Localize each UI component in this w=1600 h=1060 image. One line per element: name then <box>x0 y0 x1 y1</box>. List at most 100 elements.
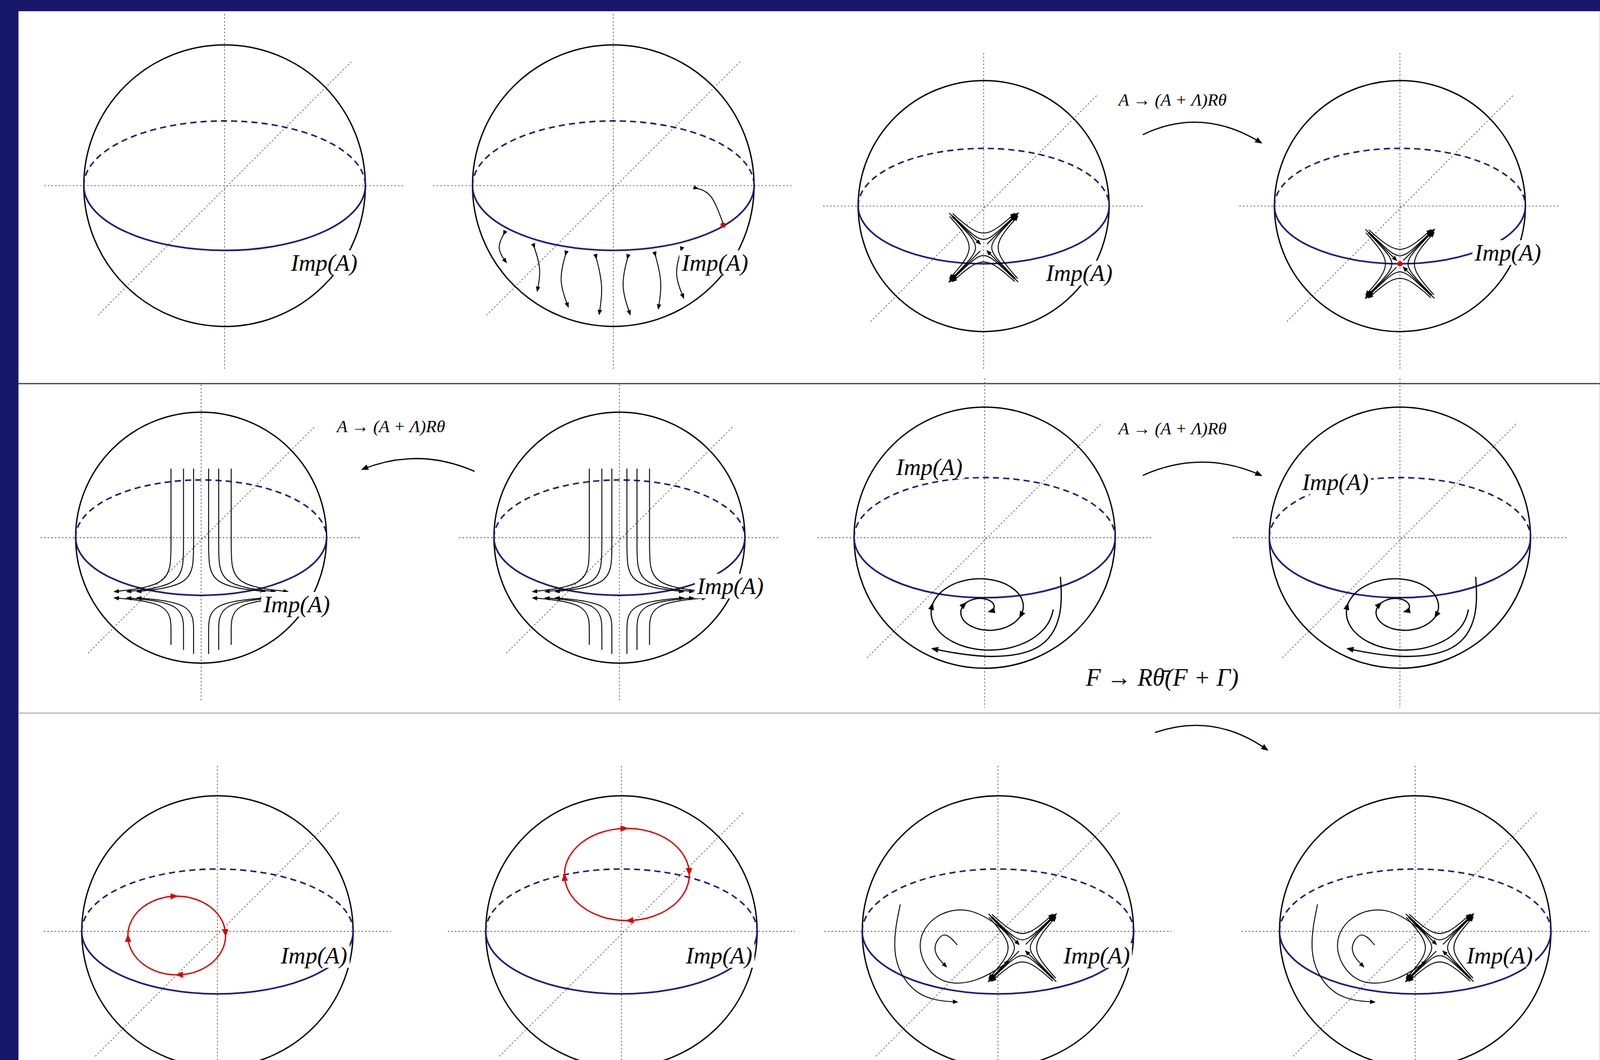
flow-line <box>1030 917 1054 979</box>
flow-line <box>952 262 1016 282</box>
flow-line <box>596 258 602 315</box>
equator-front <box>862 931 1134 994</box>
manifold-label: Imp(A) <box>694 573 766 599</box>
flow-line <box>1347 578 1439 618</box>
equator-front <box>472 185 754 251</box>
sphere-outline <box>854 406 1116 669</box>
flow-line <box>114 468 172 592</box>
flow-line <box>1368 230 1432 250</box>
flow-line <box>532 597 590 646</box>
equator-front <box>1279 931 1551 994</box>
flow-line <box>1365 232 1385 295</box>
flow <box>127 895 226 975</box>
axis-line <box>97 61 352 316</box>
flow-line <box>991 961 1054 982</box>
manifold-label: Imp(A) <box>261 591 332 617</box>
axis-line <box>620 766 622 1060</box>
flow-line <box>137 597 194 654</box>
axis-line <box>87 427 314 654</box>
flow-line <box>114 597 172 646</box>
axis-line <box>1286 95 1513 322</box>
sphere <box>433 13 794 369</box>
flow-line <box>1403 229 1435 261</box>
axis-line <box>1239 205 1561 207</box>
flow-line <box>1365 267 1397 299</box>
flow-line <box>1347 576 1477 657</box>
sphere <box>817 378 1153 708</box>
equator-front <box>1269 537 1531 598</box>
sphere <box>824 766 1172 1060</box>
flow-line <box>949 216 969 279</box>
sphere <box>1232 378 1568 708</box>
flow <box>1346 576 1477 657</box>
flow-line <box>534 247 540 292</box>
flow-line <box>987 212 1019 244</box>
sphere <box>1239 53 1561 370</box>
flow-line <box>218 468 276 592</box>
axis-line <box>1232 537 1568 538</box>
row-separator <box>18 712 1600 714</box>
flow-line <box>697 188 723 225</box>
flow-line <box>1337 909 1426 983</box>
equator-back <box>472 121 754 187</box>
flow-line <box>636 468 694 592</box>
flow-line <box>561 255 569 308</box>
sphere <box>458 384 781 701</box>
manifold-label: Imp(A) <box>289 250 360 276</box>
sphere-outline <box>857 80 1109 332</box>
sphere <box>447 766 796 1060</box>
axis-line <box>867 422 1102 658</box>
fixed-point <box>720 222 727 228</box>
flow <box>894 904 1057 1003</box>
flow-line <box>1403 267 1435 299</box>
map-formula: A → (A + Λ)Rθ <box>334 417 448 436</box>
flow-line <box>208 468 265 592</box>
axis-line <box>612 13 614 369</box>
white-panel <box>18 11 1600 1060</box>
flow-line <box>127 468 184 592</box>
flow-line <box>990 917 1015 979</box>
flow-line <box>636 597 694 650</box>
flow <box>1365 229 1435 299</box>
equator-back <box>854 477 1116 538</box>
flow-line <box>952 213 1016 233</box>
flow-line <box>1312 904 1375 1003</box>
flow-line <box>499 234 507 263</box>
flow-line <box>1381 598 1410 612</box>
manifold-label: Imp(A) <box>679 250 751 276</box>
sphere-outline <box>862 795 1134 1060</box>
flow-line <box>545 597 602 650</box>
axis-line <box>1293 812 1538 1057</box>
flow-line <box>935 935 958 967</box>
equator-back <box>857 148 1109 207</box>
flow-line <box>626 597 684 654</box>
flow-line <box>998 216 1018 279</box>
flow-line <box>988 951 1019 982</box>
sphere <box>40 384 362 701</box>
map-formula: A → (A + Λ)Rθ <box>1116 90 1229 109</box>
periodic-orbit <box>127 895 177 936</box>
flow <box>1312 904 1474 1003</box>
sphere <box>1241 766 1589 1060</box>
axis-line <box>817 537 1153 538</box>
sphere-outline <box>81 795 353 1060</box>
flow-line <box>649 597 706 646</box>
axis-line <box>224 13 225 369</box>
flow-line <box>991 216 1016 279</box>
flow-line <box>1405 913 1437 945</box>
flow-line <box>127 597 184 650</box>
map-arrow <box>362 458 475 472</box>
flow-line <box>1409 961 1471 982</box>
flow-line <box>965 598 995 612</box>
sphere-outline <box>472 45 754 327</box>
fixed-point <box>1397 261 1403 267</box>
flow-line <box>545 468 602 592</box>
map-formula: F → Rθ̄(F + Γ) <box>1083 664 1241 691</box>
periodic-orbit <box>626 828 690 875</box>
axis-line <box>499 812 744 1057</box>
sphere <box>43 766 392 1060</box>
manifold-label: Imp(A) <box>1061 943 1132 968</box>
flow-line <box>649 468 706 592</box>
sphere-outline <box>83 45 366 327</box>
periodic-orbit <box>176 895 226 936</box>
